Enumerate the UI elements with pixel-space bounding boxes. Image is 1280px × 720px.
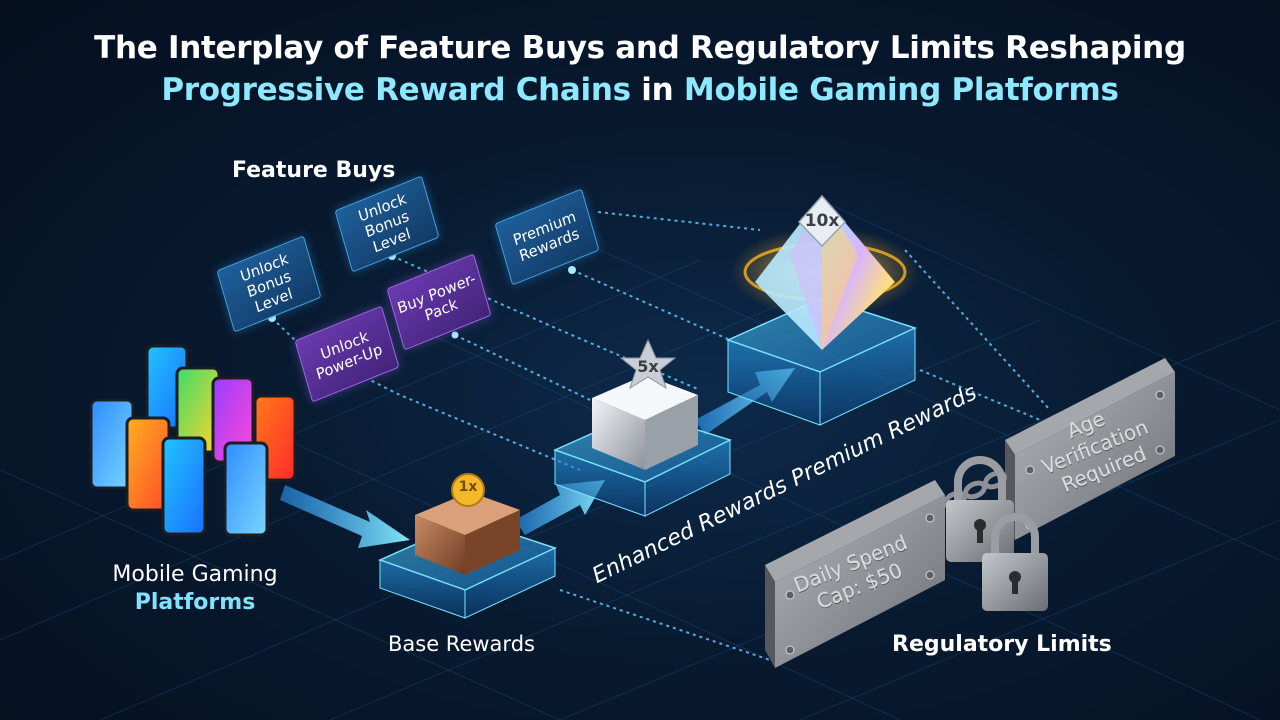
- multiplier-10x: 10x: [800, 211, 844, 231]
- multiplier-1x: 1x: [452, 479, 484, 495]
- phone-icon: [163, 438, 205, 534]
- feature-buys-label: Feature Buys: [232, 158, 395, 183]
- padlock-icon: [946, 460, 1014, 562]
- multiplier-5x: 5x: [630, 357, 666, 376]
- phone-icon: [225, 443, 267, 535]
- title-highlight-2: Mobile Gaming Platforms: [684, 72, 1119, 108]
- platforms-label-line-1: Mobile Gaming: [100, 562, 290, 587]
- title-line-2: Progressive Reward Chains in Mobile Gami…: [0, 72, 1280, 108]
- title-highlight-1: Progressive Reward Chains: [161, 72, 630, 108]
- title-line-1: The Interplay of Feature Buys and Regula…: [0, 30, 1280, 66]
- regulatory-limits-label: Regulatory Limits: [892, 632, 1112, 657]
- title-connector: in: [631, 72, 684, 108]
- platforms-label-line-2: Platforms: [100, 590, 290, 615]
- base-rewards-label: Base Rewards: [388, 632, 535, 656]
